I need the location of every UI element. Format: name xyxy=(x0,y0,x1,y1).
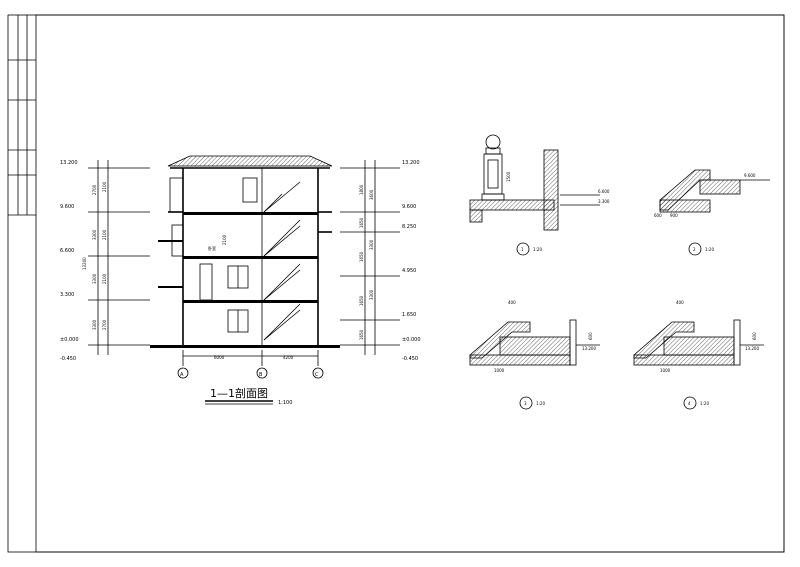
right-elev-5: 1.650 xyxy=(402,312,416,318)
detail-1-elev-a: 6.600 xyxy=(598,189,610,194)
left-dim-total: 13200 xyxy=(82,257,87,270)
right-elev-6: ±0.000 xyxy=(402,337,421,343)
left-dim-7: 2100 xyxy=(102,273,107,284)
left-elev-6: -0.450 xyxy=(60,356,76,362)
detail-2-scale: 1:20 xyxy=(705,247,714,252)
detail-4-dim-b: 1000 xyxy=(660,368,671,373)
stair-dim-label: 2100 xyxy=(222,234,227,245)
detail-1-scale: 1:20 xyxy=(533,247,542,252)
axis-marker-a xyxy=(177,367,189,379)
detail-4-elev: 13.200 xyxy=(745,346,759,351)
left-elev-1: 13.200 xyxy=(60,160,78,166)
section-scale: 1:100 xyxy=(278,400,292,406)
right-dim-5: 1650 xyxy=(359,329,364,340)
detail-2-elev: 9.600 xyxy=(744,173,756,178)
right-dim-1: 1800 xyxy=(359,184,364,195)
detail-1-elev-b: 3.300 xyxy=(598,199,610,204)
stair-flights xyxy=(263,181,301,341)
right-dim-7: 3300 xyxy=(369,289,374,300)
left-dim-3: 3300 xyxy=(92,273,97,284)
detail-2: 9.600 600 900 2 1:20 xyxy=(654,169,770,256)
right-elev-7: -0.450 xyxy=(402,356,418,362)
detail-3-dim-b: 1000 xyxy=(494,368,505,373)
axis-label-b: B xyxy=(259,372,263,378)
right-dim-8: 3600 xyxy=(369,189,374,200)
bottom-dim-1: 6000 xyxy=(214,355,225,360)
right-elev-4: 4.950 xyxy=(402,268,416,274)
detail-2-dim-a: 600 xyxy=(654,213,662,218)
left-elev-4: 3.300 xyxy=(60,292,74,298)
right-elev-3: 8.250 xyxy=(402,224,416,230)
detail-4-number: 4 xyxy=(688,401,691,406)
right-dim-3: 1650 xyxy=(359,251,364,262)
left-dim-2: 3300 xyxy=(92,229,97,240)
axis-label-a: A xyxy=(180,372,184,378)
left-elev-2: 9.600 xyxy=(60,204,74,210)
axis-marker-c xyxy=(312,367,324,379)
left-dim-5: 2100 xyxy=(102,181,107,192)
title-strip xyxy=(8,15,36,216)
section-title: 1—1剖面图 xyxy=(210,386,268,400)
roof xyxy=(167,155,333,167)
detail-3-number: 3 xyxy=(524,401,527,406)
section-1-1: 2100 卧室 13.200 9.600 6.600 3.300 ±0.000 … xyxy=(60,155,421,406)
detail-3-dim-a: 400 xyxy=(508,300,516,305)
right-dim-chain xyxy=(340,160,400,355)
detail-4-dim-a: 400 xyxy=(676,300,684,305)
detail-3-scale: 1:20 xyxy=(536,401,545,406)
detail-1-number: 1 xyxy=(521,247,524,252)
left-dim-6: 2100 xyxy=(102,229,107,240)
right-dim-6: 3300 xyxy=(369,239,374,250)
left-dim-1: 2700 xyxy=(92,184,97,195)
sheet-border xyxy=(7,14,785,553)
left-elev-3: 6.600 xyxy=(60,248,74,254)
detail-2-number: 2 xyxy=(693,247,696,252)
right-dim-4: 1650 xyxy=(359,295,364,306)
bottom-dim-2: 4200 xyxy=(283,355,294,360)
right-dim-2: 1650 xyxy=(359,217,364,228)
detail-3-elev: 13.200 xyxy=(582,346,596,351)
detail-4-marker xyxy=(683,396,697,410)
detail-4-scale: 1:20 xyxy=(700,401,709,406)
left-dim-chain xyxy=(88,160,150,355)
room-label: 卧室 xyxy=(208,245,216,251)
detail-1: 6.600 3.300 1500 1 1:20 xyxy=(469,134,610,256)
detail-1-dim: 1500 xyxy=(506,171,511,182)
right-elev-1: 13.200 xyxy=(402,160,420,166)
left-dim-4: 3300 xyxy=(92,319,97,330)
detail-2-dim-b: 900 xyxy=(670,213,678,218)
detail-4-dim-c: 600 xyxy=(752,332,757,340)
detail-3-dim-c: 600 xyxy=(588,332,593,340)
axis-marker-b xyxy=(256,367,268,379)
right-elev-2: 9.600 xyxy=(402,204,416,210)
detail-2-marker xyxy=(688,242,702,256)
detail-3: 13.200 400 1000 600 3 1:20 xyxy=(469,300,600,410)
left-elev-5: ±0.000 xyxy=(60,337,79,343)
detail-1-marker xyxy=(516,242,530,256)
detail-3-marker xyxy=(519,396,533,410)
axis-label-c: C xyxy=(315,372,319,378)
detail-4: 13.200 400 1000 600 4 1:20 xyxy=(633,300,764,410)
inner-frame xyxy=(35,14,785,553)
left-dim-8: 2700 xyxy=(102,319,107,330)
